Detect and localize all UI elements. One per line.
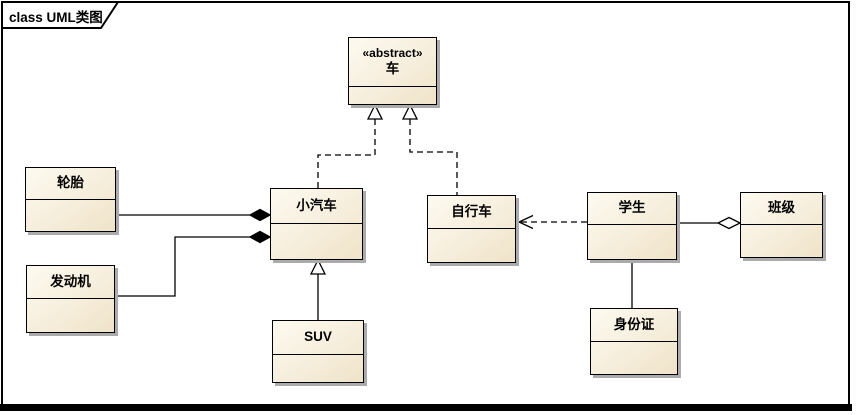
class-body-compartment bbox=[591, 342, 677, 374]
class-name-label: 身份证 bbox=[613, 316, 655, 332]
connector-composition-tire-car[interactable] bbox=[116, 208, 272, 222]
diamond-filled-marker bbox=[248, 208, 272, 222]
frame-tab bbox=[1, 0, 120, 29]
composition-line[interactable] bbox=[115, 236, 250, 297]
class-box-student[interactable]: 学生 bbox=[587, 192, 677, 260]
connector-generalization-suv-car[interactable] bbox=[309, 258, 327, 320]
class-name-label: 车 bbox=[385, 61, 400, 77]
class-body-compartment bbox=[428, 229, 515, 262]
class-body-compartment bbox=[741, 225, 822, 257]
realization-line[interactable] bbox=[317, 119, 376, 188]
class-name-label: 小汽车 bbox=[296, 197, 337, 213]
class-box-bicycle[interactable]: 自行车 bbox=[427, 195, 516, 263]
class-name-compartment: 自行车 bbox=[428, 196, 515, 229]
class-name-compartment: SUV bbox=[273, 321, 363, 355]
class-name-compartment: «abstract»车 bbox=[349, 38, 436, 87]
connector-realization-car-vehicle[interactable] bbox=[317, 103, 384, 188]
diamond-hollow-marker bbox=[716, 216, 742, 230]
class-name-label: 轮胎 bbox=[57, 175, 84, 191]
class-name-label: 自行车 bbox=[451, 203, 492, 219]
class-body-compartment bbox=[271, 224, 362, 259]
class-name-compartment: 轮胎 bbox=[26, 168, 115, 200]
class-name-compartment: 班级 bbox=[741, 193, 822, 225]
class-name-compartment: 学生 bbox=[588, 193, 676, 225]
frame-bottom-bar bbox=[0, 404, 852, 411]
class-box-engine[interactable]: 发动机 bbox=[26, 265, 115, 333]
class-name-label: 学生 bbox=[618, 200, 646, 216]
class-box-suv[interactable]: SUV bbox=[272, 320, 364, 383]
frame-title: class UML类图 bbox=[9, 10, 103, 25]
class-box-idcard[interactable]: 身份证 bbox=[590, 308, 678, 375]
class-name-label: 发动机 bbox=[50, 273, 91, 289]
class-name-compartment: 发动机 bbox=[27, 266, 114, 299]
connector-aggregation-student-class[interactable] bbox=[677, 216, 742, 230]
class-body-compartment bbox=[349, 87, 436, 104]
class-box-class-group[interactable]: 班级 bbox=[740, 192, 823, 258]
diamond-filled-marker bbox=[248, 230, 272, 244]
connector-composition-engine-car[interactable] bbox=[115, 230, 272, 297]
class-box-car[interactable]: 小汽车 bbox=[270, 188, 363, 260]
class-body-compartment bbox=[26, 200, 115, 231]
triangle-hollow-marker bbox=[309, 258, 327, 275]
arrow-open-marker bbox=[517, 214, 534, 230]
class-body-compartment bbox=[27, 299, 114, 332]
class-body-compartment bbox=[588, 225, 676, 259]
connector-realization-bicycle-vehicle[interactable] bbox=[401, 103, 458, 195]
class-name-compartment: 身份证 bbox=[591, 309, 677, 342]
triangle-hollow-marker bbox=[366, 103, 384, 120]
diagram-frame-border bbox=[1, 1, 850, 404]
class-box-tire[interactable]: 轮胎 bbox=[25, 167, 116, 232]
connector-dependency-student-bicycle[interactable] bbox=[517, 214, 587, 230]
class-box-vehicle[interactable]: «abstract»车 bbox=[348, 37, 437, 105]
class-name-compartment: 小汽车 bbox=[271, 189, 362, 224]
class-body-compartment bbox=[273, 355, 363, 382]
stereotype-label: «abstract» bbox=[362, 46, 423, 61]
class-name-label: SUV bbox=[304, 329, 332, 345]
realization-line[interactable] bbox=[409, 119, 458, 195]
triangle-hollow-marker bbox=[401, 103, 419, 120]
class-name-label: 班级 bbox=[768, 200, 795, 216]
